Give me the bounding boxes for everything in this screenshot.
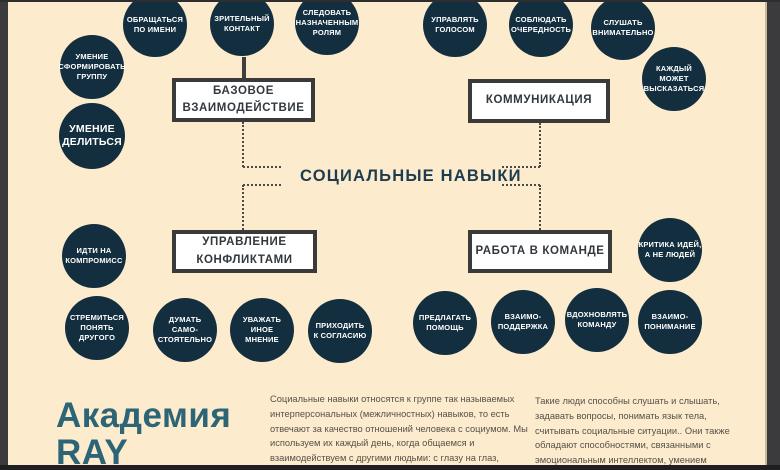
skill-circle-offer-help: ПРЕДЛАГАТЬ ПОМОЩЬ <box>413 291 477 355</box>
connector-dotted-communication-to-title <box>502 166 540 168</box>
skill-circle-mutual-understanding: ВЗАИМО- ПОНИМАНИЕ <box>638 290 702 354</box>
skill-circle-share: УМЕНИЕ ДЕЛИТЬСЯ <box>59 103 125 169</box>
frame-bar-right <box>765 0 780 470</box>
skill-circle-understand-other: СТРЕМИТЬСЯ ПОНЯТЬ ДРУГОГО <box>65 296 129 360</box>
frame-bar-bottom <box>0 465 780 470</box>
skill-circle-mutual-support: ВЗАИМО- ПОДДЕРЖКА <box>491 290 555 354</box>
skill-circle-manage-voice: УПРАВЛЯТЬ ГОЛОСОМ <box>423 0 487 57</box>
skill-circle-take-turns: СОБЛЮДАТЬ ОЧЕРЕДНОСТЬ <box>509 0 573 57</box>
connector-dotted-communication-down <box>539 123 541 167</box>
skill-circle-everyone-speaks: КАЖДЫЙ МОЖЕТ ВЫСКАЗАТЬСЯ <box>642 47 706 111</box>
connector-dotted-basic-to-title <box>243 166 281 168</box>
body-paragraph-left: Социальные навыки относятся к группе так… <box>270 394 528 470</box>
frame-bar-top <box>0 0 780 2</box>
skill-circle-form-group: УМЕНИЕ СФОРМИРОВАТЬ ГРУППУ <box>58 35 126 99</box>
category-box-teamwork: РАБОТА В КОМАНДЕ <box>468 230 612 273</box>
skill-circle-follow-roles: СЛЕДОВАТЬ НАЗНАЧЕННЫМ РОЛЯМ <box>295 0 359 55</box>
connector-solid-eye-contact-to-basic <box>242 57 246 78</box>
connector-dotted-team-down <box>539 185 541 230</box>
body-paragraph-right: Такие люди способны слушать и слышать, з… <box>535 396 730 470</box>
connector-dotted-title-to-team <box>502 184 540 186</box>
skill-circle-listen-attentively: СЛУШАТЬ ВНИМАТЕЛЬНО <box>591 0 655 60</box>
skill-circle-address-by-name: ОБРАЩАТЬСЯ ПО ИМЕНИ <box>123 0 187 57</box>
skill-circle-inspire-team: ВДОХНОВЛЯТЬ КОМАНДУ <box>565 288 629 352</box>
frame-bar-left <box>0 0 8 470</box>
skill-circle-criticize-ideas: КРИТИКА ИДЕЙ, А НЕ ЛЮДЕЙ <box>638 218 702 282</box>
skill-circle-eye-contact: ЗРИТЕЛЬНЫЙ КОНТАКТ <box>210 0 274 56</box>
connector-dotted-title-to-conflict <box>243 184 281 186</box>
connector-dotted-conflict-down <box>242 185 244 230</box>
skill-circle-reach-agreement: ПРИХОДИТЬ К СОГЛАСИЮ <box>308 299 372 363</box>
category-box-basic-interaction: БАЗОВОЕ ВЗАИМОДЕЙСТВИЕ <box>172 78 315 122</box>
category-box-communication: КОММУНИКАЦИЯ <box>468 79 610 123</box>
brand-academy-ray: Академия RAY <box>56 396 232 470</box>
page-title: СОЦИАЛЬНЫЕ НАВЫКИ <box>300 167 522 185</box>
connector-dotted-basic-down <box>242 122 244 167</box>
category-box-conflict-management: УПРАВЛЕНИЕ КОНФЛИКТАМИ <box>172 230 317 273</box>
skill-circle-think-independently: ДУМАТЬ САМО- СТОЯТЕЛЬНО <box>153 298 217 362</box>
skill-circle-compromise: ИДТИ НА КОМПРОМИСС <box>62 224 126 288</box>
skill-circle-respect-opinion: УВАЖАТЬ ИНОЕ МНЕНИЕ <box>230 298 294 362</box>
